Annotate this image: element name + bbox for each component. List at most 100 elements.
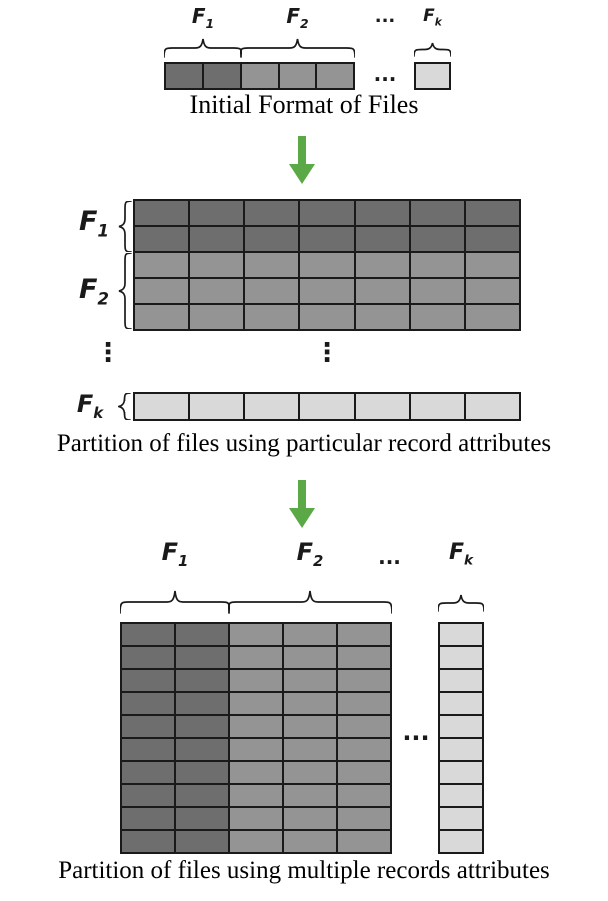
grid-cell bbox=[175, 623, 229, 646]
grid-cell bbox=[134, 200, 190, 226]
grid-cell bbox=[175, 646, 229, 669]
grid-cell bbox=[283, 715, 337, 738]
grid-cell bbox=[409, 226, 465, 252]
grid-cell bbox=[283, 623, 337, 646]
grid-cell bbox=[229, 692, 283, 715]
label-fk-middle: Fk bbox=[68, 390, 112, 422]
grid-cell bbox=[439, 807, 483, 830]
label-fk-sub: k bbox=[434, 16, 442, 29]
label-dots-bottom: ... bbox=[378, 545, 401, 569]
brace-f2-top bbox=[239, 38, 356, 58]
grid-cell bbox=[337, 692, 391, 715]
grid-cell bbox=[439, 623, 483, 646]
grid-cell bbox=[241, 63, 279, 89]
label-f2-base: F bbox=[286, 4, 301, 28]
grid-cell bbox=[439, 692, 483, 715]
grid-cell bbox=[189, 200, 245, 226]
vertical-ellipsis-left: ⋮ bbox=[95, 338, 121, 368]
grid-cell bbox=[439, 830, 483, 853]
grid-cell bbox=[121, 784, 175, 807]
vertical-ellipsis-center: ⋮ bbox=[314, 338, 340, 368]
grid-cell bbox=[354, 278, 410, 304]
grid-cell bbox=[189, 304, 245, 330]
grid-cell bbox=[175, 830, 229, 853]
label-fk-base: F bbox=[76, 390, 94, 418]
grid-cell bbox=[354, 226, 410, 252]
grid-cell bbox=[244, 226, 300, 252]
grid-cell bbox=[283, 669, 337, 692]
grid-cell bbox=[244, 393, 300, 420]
label-f1-base: F bbox=[78, 206, 98, 237]
grid-cell bbox=[175, 784, 229, 807]
label-f1-base: F bbox=[191, 4, 206, 28]
grid-cell bbox=[409, 278, 465, 304]
grid-cell bbox=[175, 761, 229, 784]
grid-cell bbox=[229, 807, 283, 830]
grid-cell bbox=[464, 252, 520, 278]
multi-grid-f2 bbox=[228, 622, 392, 854]
brace-f2-middle bbox=[118, 252, 132, 330]
brace-fk-middle bbox=[115, 392, 131, 421]
grid-cell bbox=[244, 200, 300, 226]
label-fk-top: Fk bbox=[414, 6, 451, 28]
grid-cell bbox=[354, 252, 410, 278]
grid-cell bbox=[283, 692, 337, 715]
file-strip-f2 bbox=[240, 62, 355, 90]
label-f1-top: F1 bbox=[164, 4, 242, 31]
grid-cell bbox=[337, 784, 391, 807]
label-f2-base: F bbox=[296, 538, 314, 566]
label-fk-base: F bbox=[448, 540, 464, 565]
grid-cell bbox=[244, 252, 300, 278]
grid-cell bbox=[189, 226, 245, 252]
grid-cell bbox=[189, 393, 245, 420]
down-arrow-icon bbox=[289, 480, 315, 528]
grid-cell bbox=[354, 200, 410, 226]
grid-cell bbox=[175, 669, 229, 692]
caption-initial-format: Initial Format of Files bbox=[189, 90, 419, 119]
label-f1-middle: F1 bbox=[74, 206, 114, 240]
down-arrow-icon bbox=[289, 136, 315, 184]
grid-cell bbox=[283, 738, 337, 761]
grid-cell bbox=[283, 646, 337, 669]
grid-cell bbox=[299, 252, 355, 278]
down-arrow-shape bbox=[289, 136, 315, 184]
grid-cell bbox=[439, 784, 483, 807]
grid-cell bbox=[244, 278, 300, 304]
grid-cell bbox=[175, 715, 229, 738]
grid-cell bbox=[229, 623, 283, 646]
grid-cell bbox=[439, 646, 483, 669]
label-f2-middle: F2 bbox=[74, 274, 114, 308]
grid-cell bbox=[121, 669, 175, 692]
grid-cell bbox=[121, 761, 175, 784]
grid-cell bbox=[439, 738, 483, 761]
grid-cell bbox=[464, 278, 520, 304]
grid-cell bbox=[165, 63, 203, 89]
grid-cell bbox=[439, 669, 483, 692]
row-dots-top: ... bbox=[373, 62, 397, 86]
grid-cell bbox=[299, 200, 355, 226]
partition-grid-f2 bbox=[133, 251, 521, 331]
grid-cell bbox=[464, 226, 520, 252]
grid-cell bbox=[203, 63, 241, 89]
brace-fk-bottom bbox=[437, 594, 485, 612]
label-f2-sub: 2 bbox=[313, 551, 324, 570]
grid-cell bbox=[283, 761, 337, 784]
grid-cell bbox=[134, 252, 190, 278]
grid-cell bbox=[121, 646, 175, 669]
grid-cell bbox=[229, 715, 283, 738]
grid-cell bbox=[464, 304, 520, 330]
partition-grid-fk bbox=[133, 392, 521, 421]
brace-f2-bottom bbox=[227, 590, 393, 614]
grid-cell bbox=[229, 830, 283, 853]
grid-cell bbox=[409, 393, 465, 420]
label-f1-sub: 1 bbox=[178, 551, 189, 570]
label-f1-sub: 1 bbox=[97, 220, 110, 241]
grid-cell bbox=[229, 738, 283, 761]
grid-cell bbox=[439, 761, 483, 784]
multi-grid-f1 bbox=[120, 622, 230, 854]
grid-cell bbox=[337, 623, 391, 646]
grid-cell bbox=[121, 692, 175, 715]
grid-cell bbox=[409, 200, 465, 226]
grid-cell bbox=[121, 807, 175, 830]
grid-cell bbox=[354, 304, 410, 330]
